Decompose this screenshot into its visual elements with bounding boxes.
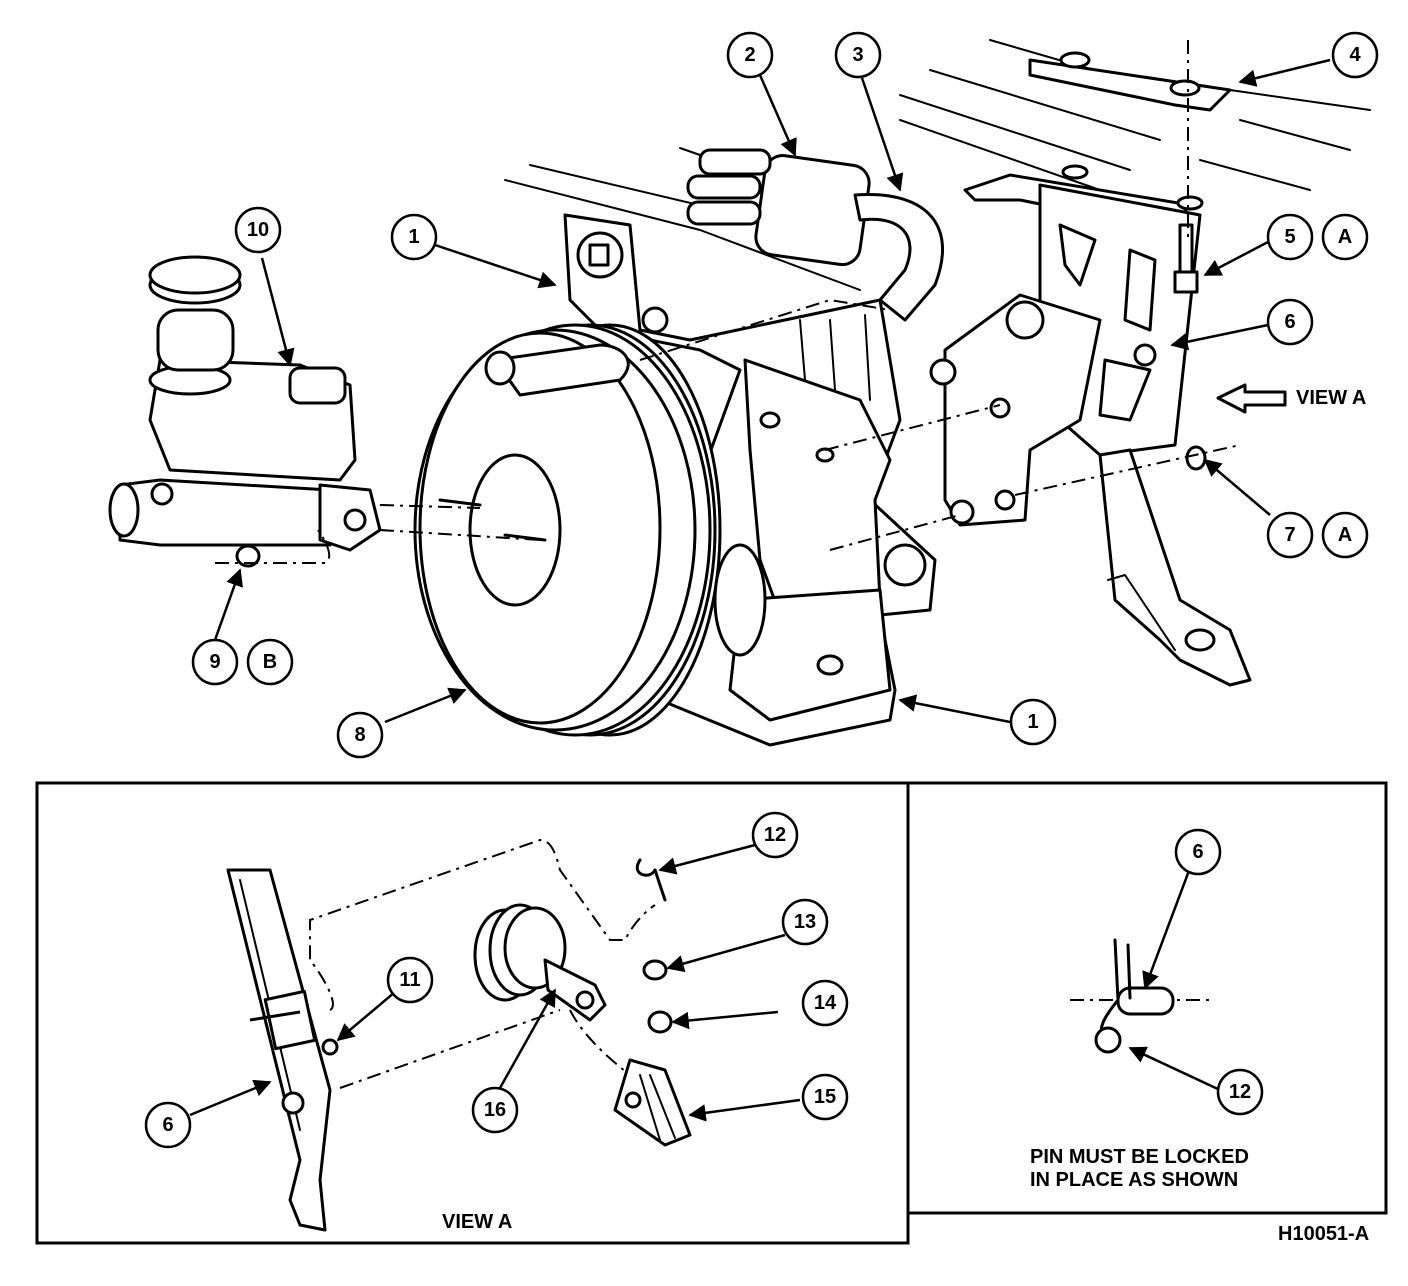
pin-lock-detail [1070, 938, 1215, 1054]
note-line-1: PIN MUST BE LOCKED [1030, 1146, 1249, 1168]
svg-text:15: 15 [814, 1086, 836, 1108]
callout-1: 1 [390, 213, 438, 261]
svg-text:6: 6 [1284, 311, 1295, 333]
view-a-detail [226, 838, 692, 1232]
callout-16: 16 [471, 1086, 519, 1134]
callout-11: 11 [386, 956, 434, 1004]
svg-text:B: B [263, 651, 277, 673]
callout-4: 4 [1331, 31, 1379, 79]
callout-6-detail: 6 [1174, 828, 1222, 876]
callout-9: 9 [191, 638, 239, 686]
callout-9-spec: B [246, 638, 294, 686]
pedal-bracket-nut [1185, 445, 1207, 471]
svg-text:9: 9 [209, 651, 220, 673]
svg-text:6: 6 [1192, 841, 1203, 863]
callout-10: 10 [234, 206, 282, 254]
power-brake-booster [413, 323, 767, 737]
callout-12: 12 [751, 811, 799, 859]
master-cylinder [108, 255, 382, 552]
svg-text:10: 10 [247, 219, 269, 241]
svg-text:1: 1 [1027, 711, 1038, 733]
callout-8: 8 [336, 711, 384, 759]
callout-3: 3 [834, 31, 882, 79]
vacuum-check-valve [679, 147, 871, 267]
callout-15: 15 [801, 1073, 849, 1121]
callout-5-spec: A [1321, 213, 1369, 261]
svg-text:2: 2 [744, 44, 755, 66]
callout-1-lower: 1 [1009, 698, 1057, 746]
booster-mounting-bracket [563, 213, 937, 747]
svg-text:14: 14 [814, 992, 837, 1014]
note-line-2: IN PLACE AS SHOWN [1030, 1169, 1238, 1191]
callout-6: 6 [1266, 298, 1314, 346]
callout-5: 5 [1266, 213, 1314, 261]
svg-text:11: 11 [399, 969, 420, 991]
callout-12-detail: 12 [1216, 1068, 1264, 1116]
brake-pedal-assembly [929, 183, 1252, 687]
svg-text:13: 13 [794, 911, 816, 933]
callout-13: 13 [781, 898, 829, 946]
callout-leaders [189, 58, 1331, 1122]
svg-text:A: A [1338, 226, 1352, 248]
view-a-arrow: VIEW A [1216, 383, 1366, 414]
svg-text:12: 12 [764, 824, 786, 846]
svg-text:3: 3 [852, 44, 863, 66]
view-a-caption: VIEW A [442, 1211, 512, 1233]
svg-text:A: A [1338, 524, 1352, 546]
svg-text:7: 7 [1284, 524, 1295, 546]
figure-id: H10051-A [1278, 1223, 1369, 1245]
alignment-centerlines [215, 40, 1241, 564]
svg-text:4: 4 [1349, 44, 1361, 66]
callout-6-view-a: 6 [144, 1101, 192, 1149]
pin-detail-panel [906, 781, 1388, 1215]
callout-7-spec: A [1321, 511, 1369, 559]
svg-text:8: 8 [354, 724, 365, 746]
svg-text:16: 16 [484, 1099, 506, 1121]
callout-7: 7 [1266, 511, 1314, 559]
vacuum-hose [853, 192, 945, 322]
view-a-arrow-label: VIEW A [1296, 387, 1366, 409]
callout-14: 14 [801, 979, 849, 1027]
svg-text:5: 5 [1284, 226, 1295, 248]
svg-text:6: 6 [162, 1114, 173, 1136]
master-cylinder-nut [235, 544, 261, 568]
svg-text:1: 1 [408, 226, 419, 248]
svg-text:12: 12 [1229, 1081, 1251, 1103]
callout-2: 2 [726, 31, 774, 79]
